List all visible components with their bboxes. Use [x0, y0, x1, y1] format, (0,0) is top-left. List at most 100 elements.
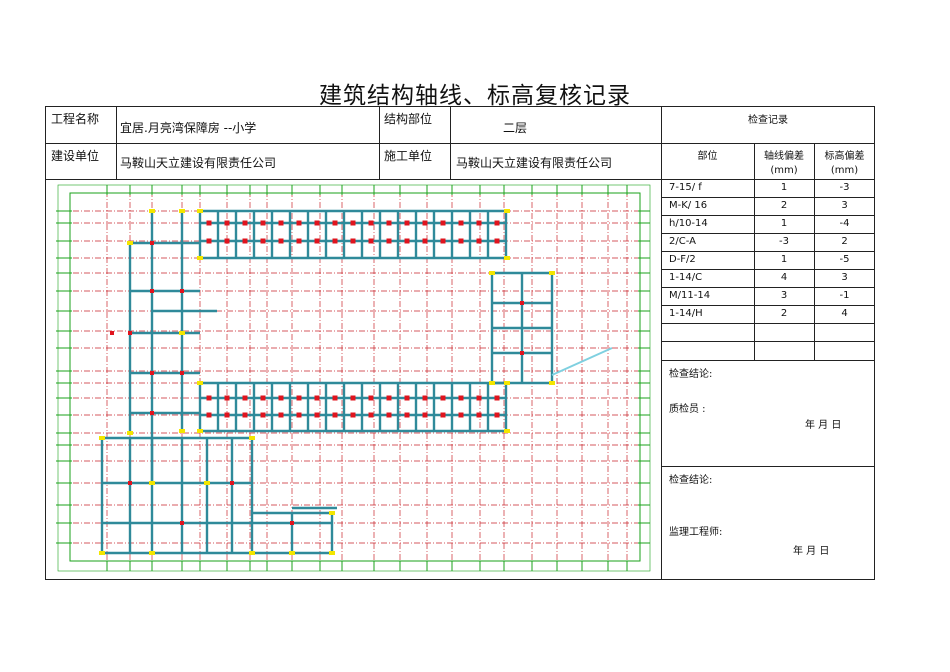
- column-yellow: [179, 331, 185, 335]
- column-yellow: [197, 209, 203, 213]
- row-axis-deviation: 2: [780, 200, 788, 211]
- column-red: [150, 371, 154, 375]
- row-axis-deviation: -3: [779, 236, 789, 247]
- column-red: [386, 395, 392, 401]
- column-yellow: [127, 431, 133, 435]
- check-record-label: 检查记录: [748, 115, 788, 126]
- column-red: [314, 412, 320, 418]
- contractor-value: 马鞍山天立建设有限责任公司: [456, 156, 613, 170]
- column-red: [278, 238, 284, 244]
- column-yellow: [149, 209, 155, 213]
- row-part: 1-14/H: [669, 308, 703, 319]
- column-red: [350, 238, 356, 244]
- conclusion1-date: 年 月 日: [805, 420, 842, 431]
- contractor-label: 施工单位: [384, 149, 433, 163]
- column-red: [422, 395, 428, 401]
- project-label: 工程名称: [51, 112, 100, 126]
- column-red: [440, 220, 446, 226]
- beam: [551, 347, 613, 376]
- column-red: [404, 412, 410, 418]
- column-yellow: [289, 551, 295, 555]
- column-yellow: [504, 429, 510, 433]
- column-yellow: [249, 436, 255, 440]
- row-elev-deviation: 3: [841, 272, 848, 283]
- column-red: [386, 220, 392, 226]
- column-red: [350, 412, 356, 418]
- column-yellow: [149, 551, 155, 555]
- row-part: M/11-14: [669, 290, 711, 301]
- row-axis-deviation: 1: [780, 254, 788, 265]
- column-red: [314, 220, 320, 226]
- conclusion2-label: 检查结论:: [669, 475, 713, 486]
- row-divider: [661, 197, 875, 198]
- column-yellow: [549, 381, 555, 385]
- row-part: 1-14/C: [669, 272, 703, 283]
- column-red: [260, 220, 266, 226]
- row-divider: [661, 233, 875, 234]
- column-yellow: [99, 436, 105, 440]
- column-red: [494, 412, 500, 418]
- part-value: 二层: [503, 121, 528, 135]
- floor-plan-drawing: [56, 184, 651, 572]
- column-red: [458, 412, 464, 418]
- divider: [379, 106, 380, 179]
- column-red: [458, 395, 464, 401]
- column-red: [332, 220, 338, 226]
- conclusion1-label: 检查结论:: [669, 369, 713, 380]
- column-red: [404, 238, 410, 244]
- column-red: [278, 395, 284, 401]
- divider: [661, 360, 875, 361]
- row-elev-deviation: 2: [841, 236, 848, 247]
- column-red: [386, 412, 392, 418]
- column-red: [404, 395, 410, 401]
- divider: [450, 106, 451, 179]
- column-red: [458, 220, 464, 226]
- row-elev-deviation: -5: [839, 254, 850, 265]
- divider: [661, 466, 875, 467]
- page-title: 建筑结构轴线、标高复核记录: [319, 83, 631, 109]
- column-red: [314, 238, 320, 244]
- column-red: [278, 412, 284, 418]
- column-red: [368, 412, 374, 418]
- col-part: 部位: [697, 151, 718, 162]
- builder-label: 建设单位: [51, 149, 100, 163]
- column-red: [296, 395, 302, 401]
- row-axis-deviation: 2: [780, 308, 788, 319]
- column-yellow: [179, 429, 185, 433]
- row-divider: [661, 251, 875, 252]
- row-axis-deviation: 4: [780, 272, 788, 283]
- row-elev-deviation: 3: [841, 200, 848, 211]
- column-yellow: [179, 209, 185, 213]
- supervisor-label: 监理工程师:: [669, 527, 723, 538]
- part-label: 结构部位: [384, 112, 433, 126]
- row-divider: [661, 287, 875, 288]
- row-elev-deviation: 4: [841, 308, 848, 319]
- column-red: [296, 412, 302, 418]
- column-yellow: [549, 271, 555, 275]
- col-axis: 轴线偏差: [764, 151, 804, 162]
- col-elev-unit: (mm): [830, 165, 859, 176]
- column-red: [290, 521, 294, 525]
- column-red: [476, 220, 482, 226]
- column-red: [520, 301, 524, 305]
- column-yellow: [504, 256, 510, 260]
- column-yellow: [197, 381, 203, 385]
- column-red: [260, 395, 266, 401]
- column-red: [476, 412, 482, 418]
- row-divider: [661, 305, 875, 306]
- column-yellow: [249, 551, 255, 555]
- column-red: [314, 395, 320, 401]
- column-yellow: [197, 429, 203, 433]
- column-red: [260, 238, 266, 244]
- column-red: [224, 395, 230, 401]
- column-red: [206, 238, 212, 244]
- row-axis-deviation: 1: [780, 218, 788, 229]
- project-value: 宜居.月亮湾保障房 --小学: [120, 121, 257, 135]
- column-yellow: [504, 381, 510, 385]
- row-part: h/10-14: [669, 218, 708, 229]
- column-red: [350, 220, 356, 226]
- builder-value: 马鞍山天立建设有限责任公司: [120, 156, 277, 170]
- row-divider: [661, 215, 875, 216]
- column-red: [206, 395, 212, 401]
- col-axis-unit: (mm): [770, 165, 798, 176]
